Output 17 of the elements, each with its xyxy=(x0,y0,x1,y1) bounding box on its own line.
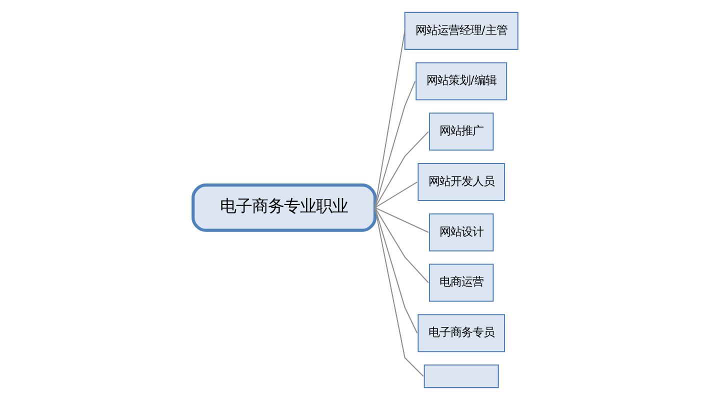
connector xyxy=(374,208,418,334)
connector xyxy=(374,182,417,208)
connector xyxy=(374,208,424,377)
node-box: 电商运营 xyxy=(428,264,494,302)
connector xyxy=(374,81,416,208)
node-box: 网站推广 xyxy=(428,112,494,151)
connector xyxy=(374,207,428,284)
node-box: 电子商务专业职业 xyxy=(191,184,376,232)
node-box: 网站设计 xyxy=(428,213,494,252)
node-box: 网站开发人员 xyxy=(417,163,505,202)
node-box: 网站策划/编辑 xyxy=(415,62,507,100)
node-box: 电子商务专员 xyxy=(417,314,505,352)
connector xyxy=(374,207,428,233)
connector xyxy=(374,30,405,208)
connector xyxy=(374,131,428,208)
node-box xyxy=(423,364,498,388)
node-box: 网站运营经理/主管 xyxy=(404,12,518,50)
